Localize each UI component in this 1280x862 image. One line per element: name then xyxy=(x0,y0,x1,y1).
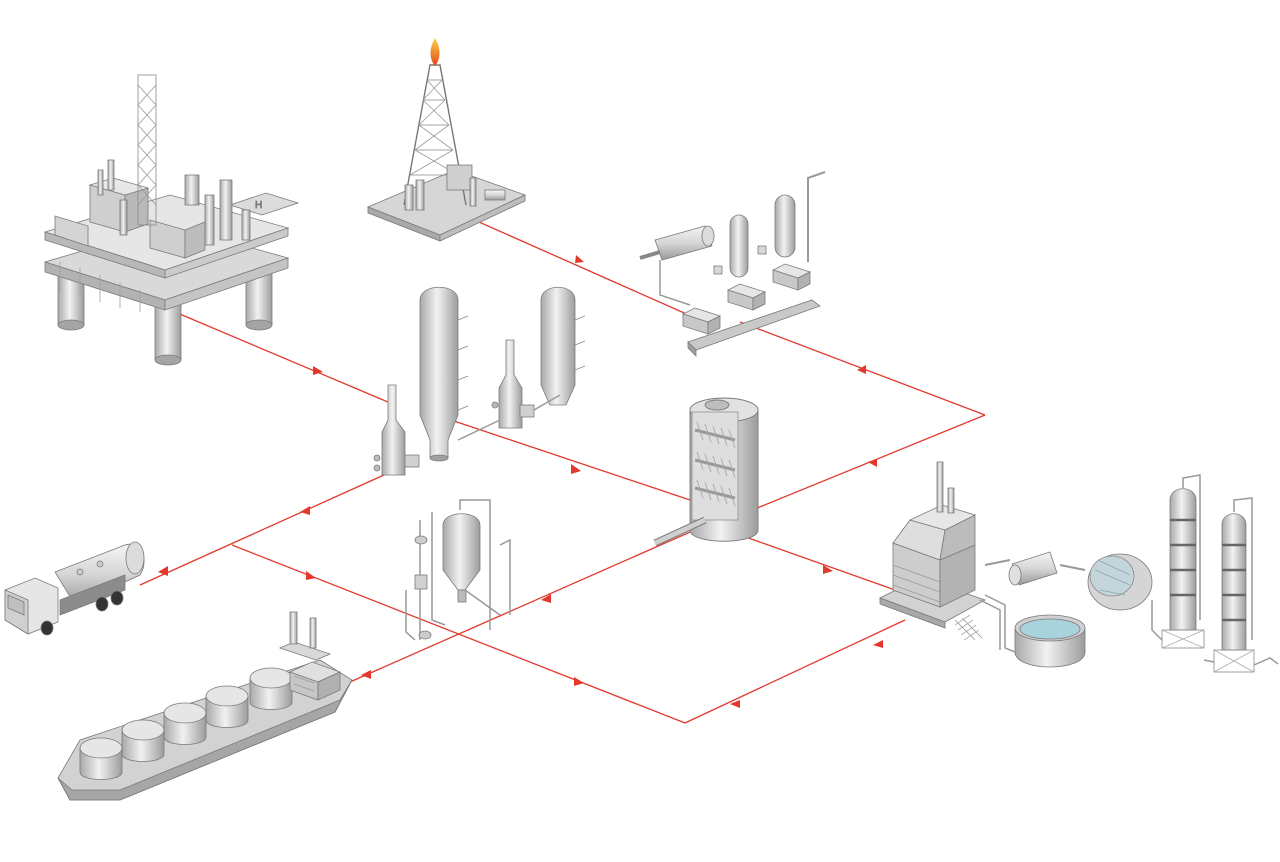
arrow-marker xyxy=(857,365,866,374)
arrow-marker xyxy=(823,565,833,574)
flow-refinery-to-bottom xyxy=(684,619,906,724)
drilling-rig-flare-icon xyxy=(366,38,527,242)
arrow-marker xyxy=(575,255,584,263)
tanker-truck-icon xyxy=(4,541,145,636)
flow-junction-to-reactor xyxy=(739,414,986,516)
arrow-marker xyxy=(868,459,877,467)
refinery-complex-icon xyxy=(878,461,1279,673)
arrow-marker xyxy=(306,571,316,580)
flow-reactor-to-refinery xyxy=(739,534,896,591)
arrow-marker xyxy=(361,670,371,679)
arrow-marker xyxy=(541,594,551,603)
flow-columns-to-truck xyxy=(139,469,396,586)
column-cluster-icon xyxy=(373,287,586,476)
filter-vessel-icon xyxy=(405,499,511,641)
flow-platform-to-columns xyxy=(174,311,396,406)
reactor-tower-icon xyxy=(653,397,759,547)
arrow-marker xyxy=(574,677,584,686)
arrow-marker xyxy=(730,700,740,708)
flare-flame xyxy=(430,38,440,66)
flow-columns-to-reactor xyxy=(444,417,691,501)
arrow-marker xyxy=(571,464,581,474)
arrow-marker xyxy=(158,566,168,576)
arrow-marker xyxy=(300,506,310,515)
separator-vessels-icon xyxy=(639,171,826,357)
offshore-platform-icon: H xyxy=(43,74,300,366)
flow-rig-to-separator xyxy=(469,217,701,321)
arrow-marker xyxy=(873,640,883,648)
flow-arrows xyxy=(158,255,883,708)
svg-text:H: H xyxy=(255,200,262,211)
tanker-ship-icon xyxy=(57,611,353,801)
arrow-marker xyxy=(313,366,323,375)
flow-reactor-to-ship xyxy=(349,531,691,683)
